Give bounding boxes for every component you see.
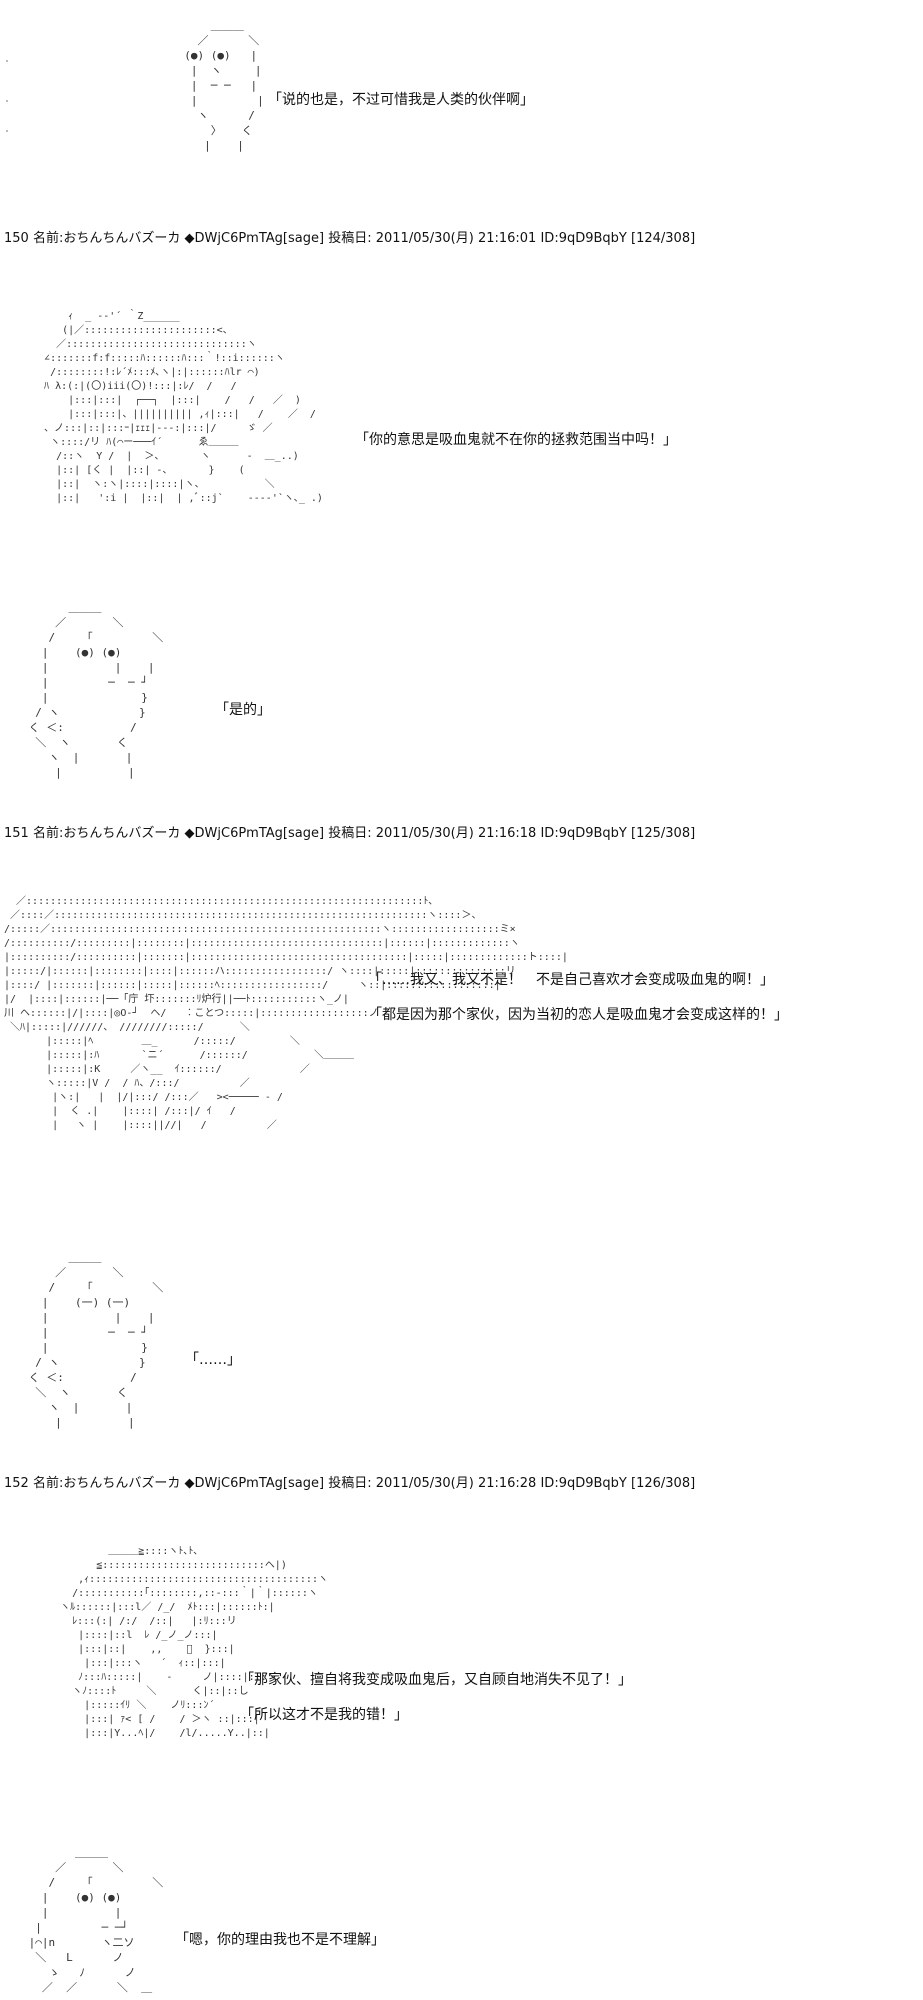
- post-date-label: 投稿日:: [328, 1476, 372, 1491]
- edge-mark: [6, 130, 8, 132]
- post-id: ID:9qD9BqbY: [540, 231, 627, 246]
- speech-line-7: 「嗯，你的理由我也不是不理解」: [175, 1932, 385, 1948]
- speech-line-4a: 「……我又、我又不是！ 不是自己喜欢才会变成吸血鬼的啊！」: [368, 972, 774, 988]
- ascii-art-stickman-3: ＿＿＿ ／ ＼ / 「 ＼ | (一) (一) | | | | ─ ─ ┘ | …: [28, 1251, 164, 1429]
- post-number: 152: [4, 1476, 29, 1491]
- post-count: [124/308]: [631, 231, 696, 246]
- post-header-152: 152 名前:おちんちんバズーカ ◆DWjC6PmTAg[sage] 投稿日: …: [4, 1475, 695, 1493]
- post-name-label: 名前:: [32, 826, 64, 841]
- post-date: 2011/05/30(月) 21:16:18: [375, 826, 537, 841]
- post-number: 151: [4, 826, 29, 841]
- post-name-label: 名前:: [32, 1476, 64, 1491]
- speech-line-5: 「……」: [185, 1352, 241, 1368]
- speech-line-6b: 「所以这才不是我的错！」: [240, 1707, 408, 1723]
- post-header-150: 150 名前:おちんちんバズーカ ◆DWjC6PmTAg[sage] 投稿日: …: [4, 230, 695, 248]
- post-name-label: 名前:: [32, 231, 64, 246]
- ascii-art-stickman-2: ＿＿＿ ／ ＼ / 「 ＼ | (●) (●) | | | | ─ ─ ┘ | …: [28, 601, 164, 779]
- ascii-art-stickman-1: ＿＿＿ ／ ＼ (●) (●) | | ヽ | | ─ ─ | | | ヽ / …: [184, 19, 264, 152]
- ascii-art-character-vampire-2: ／:::::::::::::::::::::::::::::::::::::::…: [4, 896, 568, 1131]
- post-header-151: 151 名前:おちんちんバズーカ ◆DWjC6PmTAg[sage] 投稿日: …: [4, 825, 695, 843]
- ascii-art-character-vampire-3: ＿＿＿≧::::ヽﾄ､ﾄ､ ≦:::::::::::::::::::::::::…: [60, 1546, 328, 1739]
- post-trip: ◆DWjC6PmTAg[sage]: [184, 1476, 325, 1491]
- speech-line-4b: 「都是因为那个家伙，因为当初的恋人是吸血鬼才会变成这样的！」: [368, 1007, 788, 1023]
- post-date-label: 投稿日:: [328, 826, 372, 841]
- ascii-art-stickman-4: ＿＿＿ ／ ＼ / 「 ＼ | (●) (●) | | | ─ ─┘ |⌒|n …: [28, 1846, 164, 1994]
- speech-line-3: 「是的」: [215, 702, 271, 718]
- post-date-label: 投稿日:: [328, 231, 372, 246]
- post-name: おちんちんバズーカ: [63, 1476, 181, 1491]
- post-date: 2011/05/30(月) 21:16:28: [375, 1476, 537, 1491]
- speech-line-2: 「你的意思是吸血鬼就不在你的拯救范围当中吗！」: [355, 432, 677, 448]
- post-trip: ◆DWjC6PmTAg[sage]: [184, 231, 325, 246]
- ascii-art-character-vampire-1: ｨ _ -‐'´ ｀Z______ (|／:::::::::::::::::::…: [44, 311, 323, 504]
- post-trip: ◆DWjC6PmTAg[sage]: [184, 826, 325, 841]
- post-id: ID:9qD9BqbY: [540, 826, 627, 841]
- edge-mark: [6, 60, 8, 62]
- post-date: 2011/05/30(月) 21:16:01: [375, 231, 537, 246]
- post-count: [126/308]: [631, 1476, 696, 1491]
- post-id: ID:9qD9BqbY: [540, 1476, 627, 1491]
- post-name: おちんちんバズーカ: [63, 231, 181, 246]
- speech-line-1: 「说的也是，不过可惜我是人类的伙伴啊」: [268, 92, 534, 108]
- edge-mark: [6, 100, 8, 102]
- post-name: おちんちんバズーカ: [63, 826, 181, 841]
- post-number: 150: [4, 231, 29, 246]
- post-count: [125/308]: [631, 826, 696, 841]
- speech-line-6a: 「那家伙、擅自将我变成吸血鬼后，又自顾自地消失不见了！」: [240, 1672, 632, 1688]
